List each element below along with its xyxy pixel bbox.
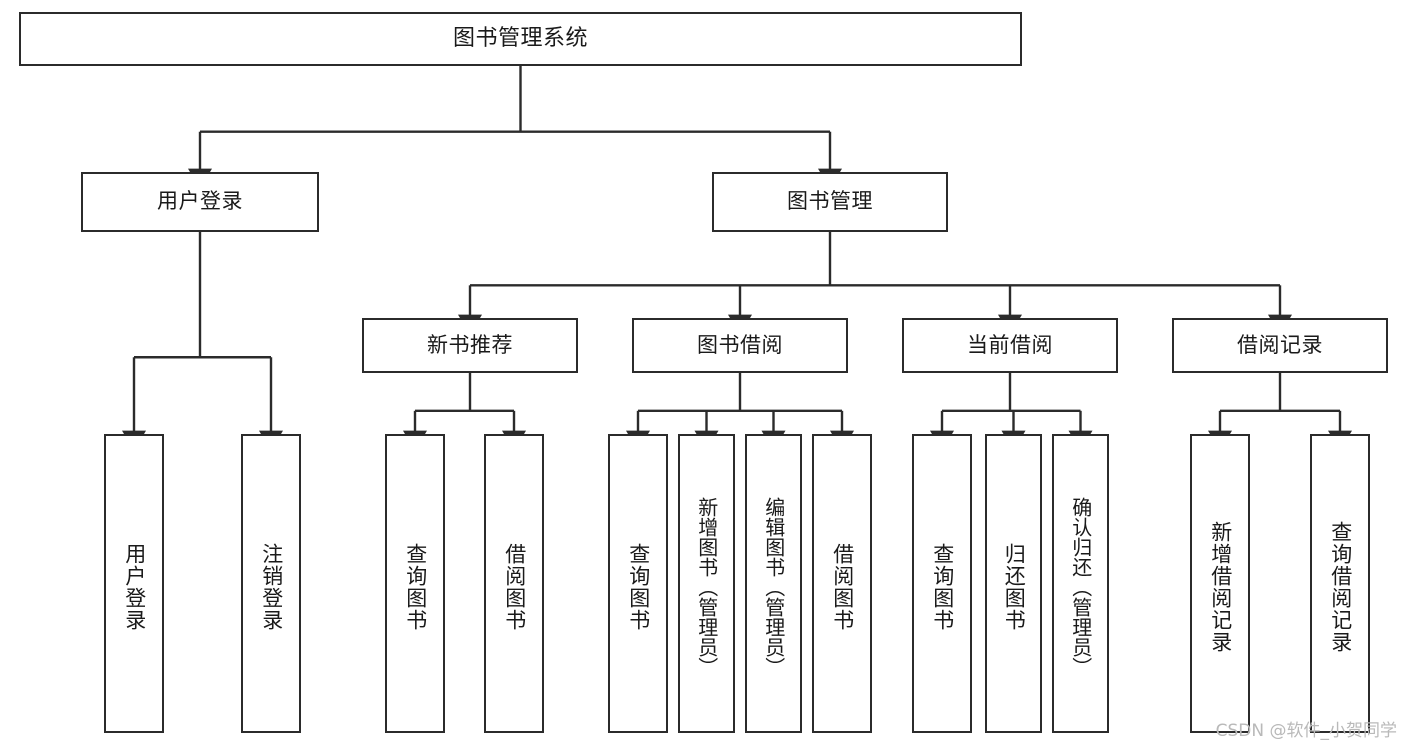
node-label-leaf-query-record: 查询借阅记录 (1328, 520, 1353, 653)
node-current-borrow[interactable]: 当前借阅 (902, 318, 1118, 373)
node-label-leaf-add-book: 新增图书（管理员） (694, 496, 719, 677)
node-leaf-edit-book[interactable]: 编辑图书（管理员） (745, 434, 802, 733)
node-new-book-rec[interactable]: 新书推荐 (362, 318, 578, 373)
node-label-leaf-user-login: 用户登录 (122, 542, 147, 631)
node-leaf-user-login[interactable]: 用户登录 (104, 434, 164, 733)
node-label-leaf-query-book-3: 查询图书 (930, 542, 955, 631)
node-label-current-borrow: 当前借阅 (967, 332, 1053, 357)
node-root[interactable]: 图书管理系统 (19, 12, 1022, 66)
node-label-leaf-edit-book: 编辑图书（管理员） (761, 496, 786, 677)
node-label-leaf-logout: 注销登录 (259, 542, 284, 631)
node-leaf-add-record[interactable]: 新增借阅记录 (1190, 434, 1250, 733)
node-user-login[interactable]: 用户登录 (81, 172, 319, 232)
node-label-user-login: 用户登录 (157, 189, 243, 214)
node-leaf-borrow-book-1[interactable]: 借阅图书 (484, 434, 544, 733)
node-leaf-borrow-book-2[interactable]: 借阅图书 (812, 434, 872, 733)
node-leaf-logout[interactable]: 注销登录 (241, 434, 301, 733)
node-label-leaf-confirm-return: 确认归还（管理员） (1068, 496, 1093, 677)
node-label-leaf-query-book-1: 查询图书 (403, 542, 428, 631)
node-book-borrow[interactable]: 图书借阅 (632, 318, 848, 373)
node-book-manage[interactable]: 图书管理 (712, 172, 948, 232)
node-leaf-query-book-2[interactable]: 查询图书 (608, 434, 668, 733)
node-leaf-add-book[interactable]: 新增图书（管理员） (678, 434, 735, 733)
node-leaf-query-record[interactable]: 查询借阅记录 (1310, 434, 1370, 733)
node-label-borrow-record: 借阅记录 (1237, 332, 1323, 357)
node-leaf-query-book-1[interactable]: 查询图书 (385, 434, 445, 733)
node-label-book-borrow: 图书借阅 (697, 332, 783, 357)
node-label-new-book-rec: 新书推荐 (427, 332, 513, 357)
node-leaf-return-book[interactable]: 归还图书 (985, 434, 1042, 733)
node-label-book-manage: 图书管理 (787, 189, 873, 214)
node-label-root: 图书管理系统 (452, 25, 588, 51)
node-borrow-record[interactable]: 借阅记录 (1172, 318, 1388, 373)
node-label-leaf-query-book-2: 查询图书 (626, 542, 651, 631)
node-label-leaf-borrow-book-1: 借阅图书 (502, 542, 527, 631)
node-leaf-query-book-3[interactable]: 查询图书 (912, 434, 972, 733)
node-label-leaf-add-record: 新增借阅记录 (1208, 520, 1233, 653)
node-label-leaf-borrow-book-2: 借阅图书 (830, 542, 855, 631)
node-leaf-confirm-return[interactable]: 确认归还（管理员） (1052, 434, 1109, 733)
node-label-leaf-return-book: 归还图书 (1002, 542, 1027, 631)
watermark-text: CSDN @软件_小贺同学 (1215, 721, 1397, 741)
